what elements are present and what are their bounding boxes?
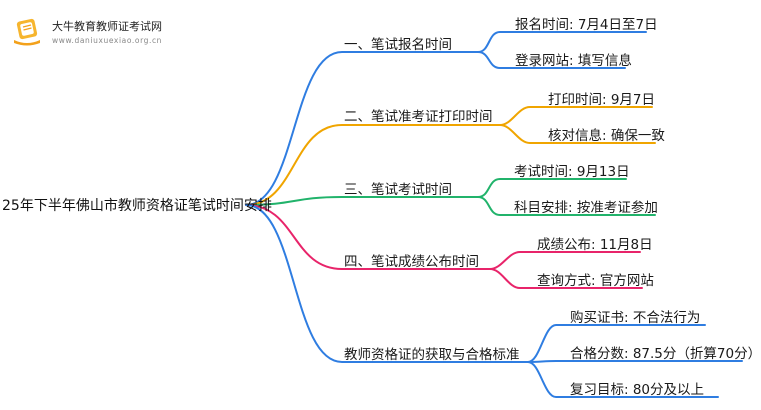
leaf-label: 成绩公布: 11月8日 [537,237,653,253]
leaf-label: 报名时间: 7月4日至7日 [515,17,658,33]
leaf-label: 考试时间: 9月13日 [514,164,630,180]
leaf-connector [477,178,627,198]
branch-label: 四、笔试成绩公布时间 [344,254,479,270]
site-name: 大牛教育教师证考试网 [52,20,162,33]
mindmap-root: 25年下半年佛山市教师资格证笔试时间安排 [2,198,272,214]
leaf-connector [527,324,706,363]
leaf-connector [477,31,647,53]
branch-connector [245,204,529,363]
book-logo-icon [10,16,44,46]
branch-label: 一、笔试报名时间 [344,37,452,53]
leaf-connector [477,196,656,216]
branch-connector [245,124,501,206]
leaf-connector [489,251,641,270]
leaf-label: 登录网站: 填写信息 [515,53,632,69]
leaf-label: 合格分数: 87.5分（折算70分） [570,346,761,362]
branch-connector [245,51,479,206]
leaf-connector [489,268,643,289]
branch-connector [245,196,479,206]
leaf-label: 科目安排: 按准考证参加 [514,200,658,216]
leaf-label: 查询方式: 官方网站 [537,273,654,289]
branch-label: 三、笔试考试时间 [344,182,452,198]
leaf-label: 购买证书: 不合法行为 [570,310,701,326]
leaf-label: 打印时间: 9月7日 [548,92,656,108]
site-url: www.daniuxuexiao.org.cn [52,36,163,45]
leaf-connector [499,106,653,126]
branch-label: 二、笔试准考证打印时间 [344,109,493,125]
leaf-label: 核对信息: 确保一致 [548,128,665,144]
leaf-connector [477,51,626,69]
leaf-connector [527,361,719,398]
leaf-label: 复习目标: 80分及以上 [570,382,705,398]
branch-label: 教师资格证的获取与合格标准 [344,347,520,363]
branch-connector [245,204,491,270]
leaf-connector [499,124,656,144]
